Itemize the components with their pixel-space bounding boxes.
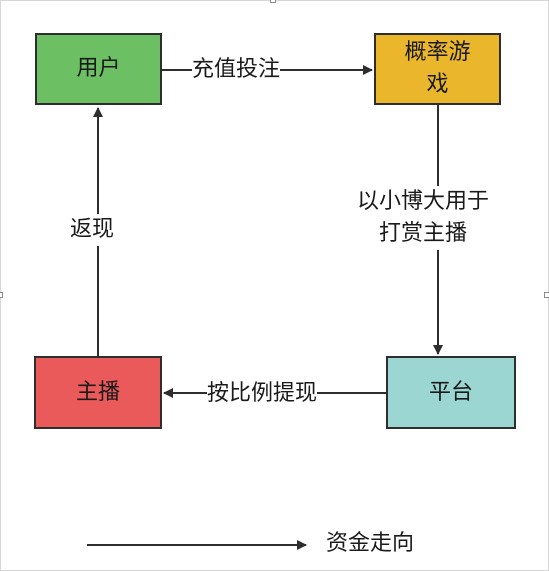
edge-label-recharge-bet: 充值投注 [192, 54, 281, 86]
node-user[interactable]: 用户 [35, 33, 162, 105]
legend-label-fund-flow: 资金走向 [326, 528, 415, 560]
edge-label-tip-anchor: 以小博大用于 打赏主播 [357, 186, 490, 250]
node-platform[interactable]: 平台 [386, 356, 516, 429]
node-user-label: 用户 [76, 56, 121, 81]
node-anchor[interactable]: 主播 [34, 356, 162, 429]
edge-label-proportional-withdrawal: 按比例提现 [207, 378, 318, 410]
edge-label-cashback: 返现 [70, 214, 115, 246]
resize-handle-right[interactable] [544, 292, 549, 298]
node-probability-game-label: 概率游戏 [404, 40, 471, 97]
node-platform-label: 平台 [428, 379, 473, 405]
node-probability-game[interactable]: 概率游戏 [374, 33, 501, 105]
resize-handle-top[interactable] [270, 0, 276, 3]
resize-handle-left[interactable] [0, 292, 3, 298]
node-anchor-label: 主播 [75, 379, 120, 405]
